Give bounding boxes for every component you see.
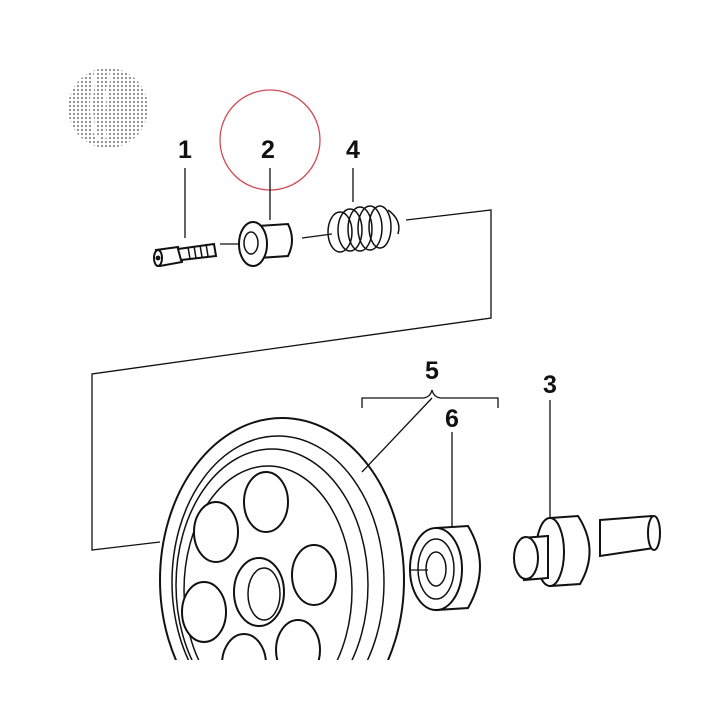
- callout-4: 4: [346, 136, 360, 164]
- callout-5: 5: [425, 357, 439, 385]
- halftone-stamp-icon: [68, 68, 148, 148]
- callout-2: 2: [261, 136, 275, 164]
- part-6-bearing: [409, 432, 481, 612]
- group-bracket: [361, 389, 499, 408]
- callout-1: 1: [178, 136, 192, 164]
- assembly-outline: [91, 209, 492, 551]
- wheel-disc: [159, 417, 405, 660]
- part-2-bushing: [220, 168, 293, 267]
- part-3-shaft: [513, 400, 661, 588]
- callout-3: 3: [543, 371, 557, 399]
- part-4-spring: [301, 168, 400, 253]
- part-1-bolt: [153, 168, 218, 268]
- callout-6: 6: [445, 405, 459, 433]
